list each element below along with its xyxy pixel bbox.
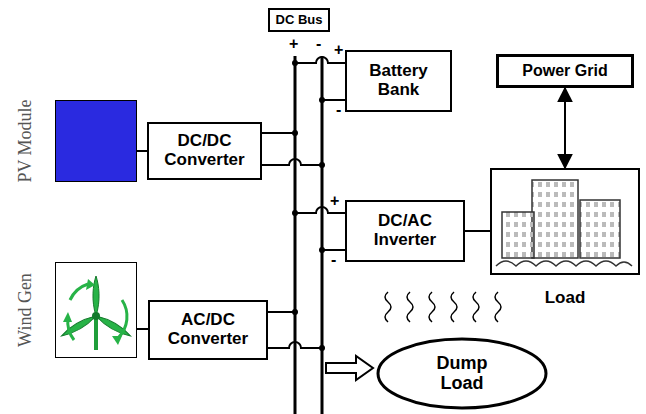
node-heading: Load [545,289,586,308]
ellipse-shape [378,339,546,408]
component-box: DC/DC Converter [147,122,262,180]
heat-waves [385,292,501,322]
wire [262,159,322,165]
component-box: DC/AC Inverter [345,200,465,262]
mid-building [580,200,620,258]
node-label: Battery Bank [352,62,445,99]
tower-building [532,180,578,258]
junction [292,60,298,66]
wire [262,132,295,134]
polarity-sign: + [289,36,298,52]
turbine-hub [92,312,100,320]
heat-wave [495,292,501,322]
rotation-arrow [70,284,88,300]
node-label: DC/AC Inverter [352,212,458,249]
node-label: DC/DC Converter [154,132,255,169]
source-box: Wind Gen [55,262,137,358]
polarity-sign: + [334,42,343,58]
arrow-head [86,279,95,290]
low-building [502,212,534,258]
connector [137,150,147,152]
arrow-head [112,336,122,345]
arrow-head [63,312,72,322]
polarity-sign: - [336,102,341,118]
node-label: AC/DC Converter [155,311,261,348]
polarity-sign: - [331,252,336,268]
dump-load-ellipse: Dump Load [376,337,548,410]
node-heading: Wind Gen [16,273,36,347]
node-label: Power Grid [522,62,607,80]
wire [268,311,295,313]
heat-wave [385,292,391,322]
buildings [496,180,632,266]
bus-negative [321,56,324,414]
junction-dots [292,60,325,351]
heat-wave [451,292,457,322]
node-heading: PV Module [16,99,36,182]
node-label: Dump Load [427,354,497,394]
ground-clouds [496,261,632,266]
turbine-tower [94,316,98,350]
wind-turbine [60,276,132,350]
junction [319,162,325,168]
junction [319,247,325,253]
wire [268,342,322,348]
connector [465,230,490,232]
wire [322,249,345,251]
junction [319,97,325,103]
heat-wave [473,292,479,322]
connector [137,328,148,330]
block-arrow [326,356,373,380]
node-label: DC Bus [276,13,323,27]
junction [319,345,325,351]
polarity-sign: + [330,193,339,209]
source-box: Load [490,168,640,275]
component-box: AC/DC Converter [148,300,268,360]
junction [292,309,298,315]
junction [292,210,298,216]
bus-positive [294,56,297,414]
heat-wave [429,292,435,322]
component-box: DC Bus [268,8,330,32]
component-box: Power Grid [496,54,634,88]
heat-wave [407,292,413,322]
polarity-sign: - [316,36,321,52]
connector [564,88,566,168]
component-box: Battery Bank [345,50,452,112]
bus-wires [262,57,345,348]
rotation-arrow [118,300,127,338]
source-box: PV Module [55,100,137,182]
junction [292,130,298,136]
wire [322,99,345,101]
turbine-blade [93,276,99,316]
